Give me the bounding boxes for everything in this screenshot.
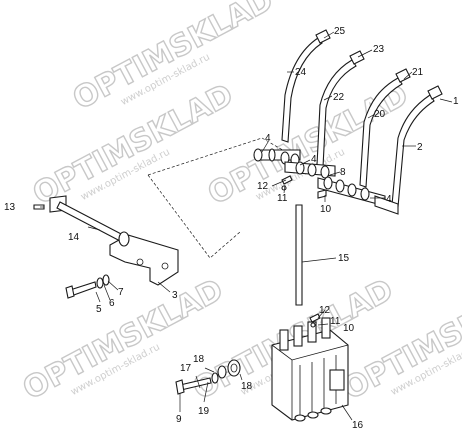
lever-25-24 [281,29,331,143]
callout-3: 3 [172,290,178,301]
callout-22: 22 [333,92,345,103]
callout-12-lower: 12 [319,305,331,316]
pin-upper [281,175,293,185]
bracket [109,234,179,286]
callout-5: 5 [96,304,102,315]
bolt-assembly-lower [175,359,241,395]
callout-6: 6 [109,298,115,309]
pin-lower [309,313,321,323]
callout-10-upper: 10 [320,204,332,215]
callout-17: 17 [180,363,192,374]
lever-21-20 [359,68,411,188]
bolt-13 [33,204,45,210]
callout-8: 8 [340,167,346,178]
pivot-shaft-lower [317,176,399,215]
callout-7: 7 [118,287,124,298]
support-rod [49,195,130,247]
callout-20: 20 [374,109,386,120]
watermark-brand: OPTIMSKLAD [67,0,279,117]
callout-2: 2 [417,142,423,153]
cotter-upper [281,185,287,191]
pivot-shaft-middle [284,161,336,179]
bolt-assembly-upper [65,274,110,299]
callout-25: 25 [334,26,346,37]
callout-labels: 1 2 3 4 4 4 5 6 7 8 9 10 10 11 11 12 12 … [4,26,459,431]
control-rod [295,204,303,306]
callout-24: 24 [295,67,307,78]
callout-12-upper: 12 [257,181,269,192]
callout-11-upper: 11 [277,193,288,204]
callout-18-lower: 18 [241,381,253,392]
callout-9: 9 [176,414,182,425]
callout-4-lower: 4 [386,194,392,205]
callout-11-lower: 11 [330,316,341,327]
washer-upper [317,189,327,199]
callout-10-lower: 10 [343,323,355,334]
callout-4-upper: 4 [265,133,271,144]
leader-lines [40,31,453,421]
callout-14: 14 [68,232,80,243]
callout-13: 13 [4,202,16,213]
callout-23: 23 [373,44,385,55]
callout-18-upper: 18 [193,354,205,365]
callout-4-middle: 4 [311,154,317,165]
callout-1: 1 [453,96,459,107]
callout-15: 15 [338,253,350,264]
callout-21: 21 [412,67,424,78]
cotter-lower [310,322,316,328]
callout-19: 19 [198,406,210,417]
callout-16: 16 [352,420,364,431]
